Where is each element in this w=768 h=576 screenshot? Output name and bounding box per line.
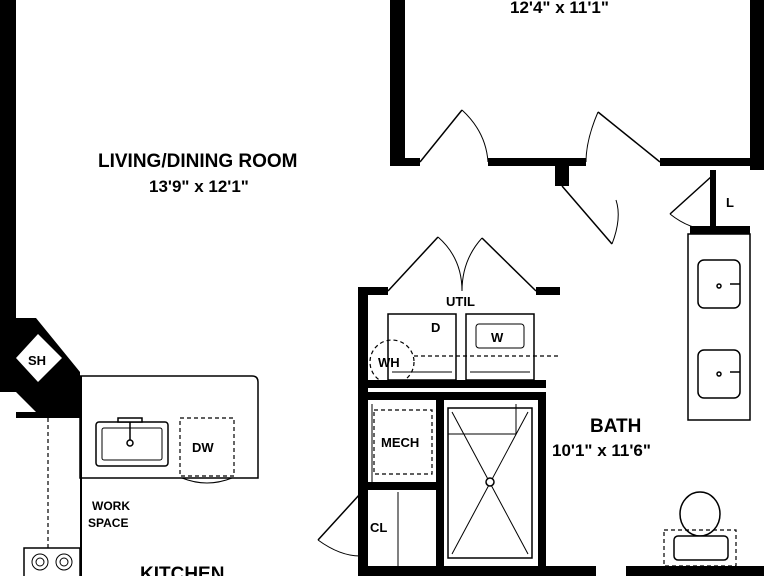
toilet (663, 491, 737, 567)
cl-closet: CL (317, 492, 399, 566)
dishwasher-label: DW (192, 440, 214, 455)
stove (23, 547, 81, 576)
mech-label: MECH (381, 435, 419, 450)
dryer-label: D (431, 320, 440, 335)
mech-closet: MECH (368, 404, 436, 490)
linen-closet-label: L (726, 195, 734, 210)
hall-door (561, 185, 619, 245)
work-space-label-line1: WORK (92, 499, 130, 513)
util-room-name: UTIL (446, 294, 475, 309)
work-space-label-line2: SPACE (88, 516, 128, 530)
bath-room-dimensions: 10'1" x 11'6" (552, 441, 651, 460)
water-heater: WH (369, 339, 560, 385)
dishwasher: DW (179, 417, 235, 484)
util-door (387, 236, 537, 292)
dryer: D (387, 313, 457, 381)
shelf-label: SH (28, 353, 46, 368)
living-room-name: LIVING/DINING ROOM (98, 151, 298, 172)
water-heater-label: WH (378, 355, 400, 370)
bedroom-walls (390, 0, 764, 186)
kitchen-room-name: KITCHEN (140, 564, 224, 576)
bath-room-name: BATH (590, 416, 641, 437)
kitchen-sink (95, 417, 169, 467)
washer: W (465, 313, 535, 381)
util-walls (358, 287, 560, 576)
shower (447, 404, 533, 559)
bath-vanity (687, 233, 751, 421)
cl-closet-label: CL (370, 520, 387, 535)
washer-label: W (491, 330, 504, 345)
linen-closet: L (669, 170, 750, 234)
bedroom-door (419, 109, 661, 163)
bath-walls (358, 392, 764, 576)
shelf-sh: SH (16, 334, 62, 382)
bedroom-dimensions: 12'4" x 11'1" (510, 0, 609, 17)
living-room-dimensions: 13'9" x 12'1" (149, 177, 249, 196)
